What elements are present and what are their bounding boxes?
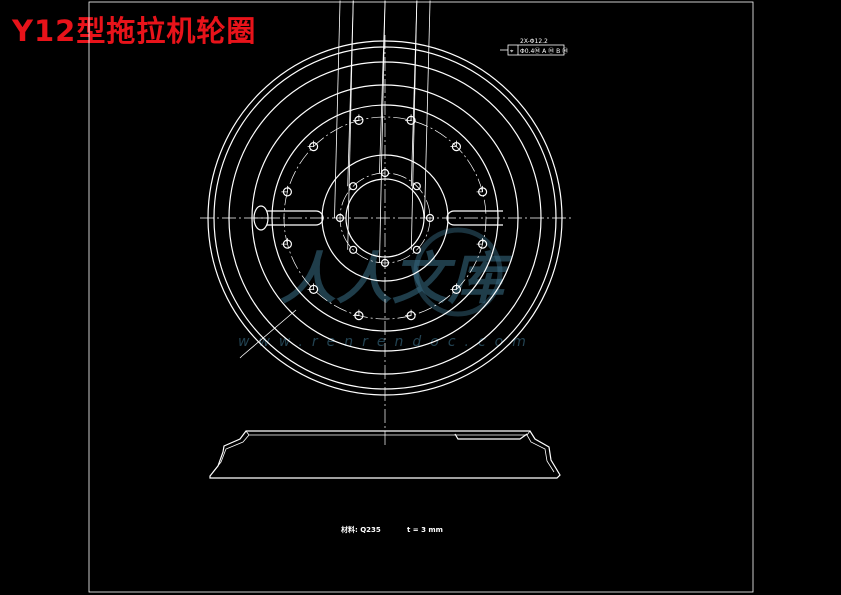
tolerance-value: Φ0.4Ⓜ A Ⓜ B Ⓜ: [520, 47, 568, 55]
right-slot: [446, 210, 503, 226]
watermark: 人人文库 www.renrendoc.com: [238, 227, 535, 350]
rim-section-inner: [212, 434, 555, 473]
tolerance-box: [507, 44, 565, 56]
drawing-title: Y12型拖拉机轮圈: [12, 14, 257, 48]
hub-bolt-hole: [425, 213, 435, 223]
outer-bolt-holes: [281, 114, 488, 321]
tolerance-header: 2X-Φ12.2: [520, 38, 548, 45]
sheet-border: [88, 1, 754, 593]
leader-tail: [239, 355, 243, 359]
hub-bolt-hole: [349, 182, 358, 191]
hub-bolt-holes: [334, 0, 435, 268]
leader-line: [241, 309, 297, 357]
outer-bolt-hole-cross: [281, 185, 288, 193]
hub-bolt-hole: [412, 245, 421, 254]
thickness-note: t = 3 mm: [407, 526, 443, 534]
left-slot: [267, 210, 324, 226]
outer-bolt-hole-cross: [405, 114, 412, 121]
position-symbol-icon: ⌖: [510, 48, 514, 55]
hub-bolt-hole-cross: [347, 0, 354, 187]
tolerance-frame: 2X-Φ12.2 ⌖ Φ0.4Ⓜ A Ⓜ B Ⓜ: [500, 38, 568, 56]
front-view: [200, 0, 572, 445]
outer-bolt-hole-cross: [450, 283, 457, 290]
rim-section-edges: [245, 430, 531, 436]
hub-bolt-hole: [412, 182, 421, 191]
hub-bolt-hole: [349, 245, 358, 254]
outer-bolt-hole-cross: [405, 309, 412, 316]
hub-bolt-hole-cross: [379, 0, 386, 264]
watermark-logo-icon: [413, 227, 503, 317]
hub-bolt-hole-cross: [410, 0, 418, 250]
hub-bolt-hole: [380, 258, 390, 268]
outer-bolt-hole-cross: [352, 114, 360, 121]
valve-boss-section: [454, 433, 528, 440]
outer-bolt-hole-cross: [281, 238, 288, 245]
side-section-view: [209, 430, 561, 479]
outer-bolt-hole-cross: [450, 140, 457, 147]
outer-bolt-hole-cross: [307, 140, 314, 147]
hub-bolt-hole: [335, 213, 345, 223]
hub-bolt-hole-cross: [424, 0, 431, 219]
outer-bolt-hole-cross: [307, 283, 314, 290]
outer-bolt-hole-cross: [476, 238, 483, 245]
outer-bolt-hole-cross: [352, 309, 360, 316]
watermark-url: www.renrendoc.com: [238, 334, 535, 350]
material-note: 材料: Q235: [340, 525, 381, 534]
hub-bolt-hole-cross: [334, 0, 341, 219]
outer-bolt-hole-cross: [476, 185, 483, 193]
